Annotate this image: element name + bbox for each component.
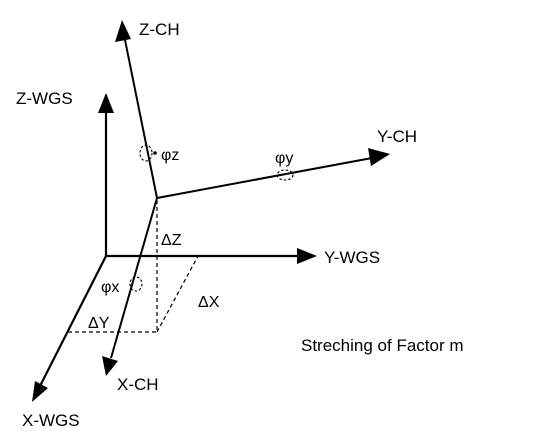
phi-y-label: φy: [275, 150, 293, 167]
delta-x-dashed-line: [156, 255, 199, 333]
phi-x-label: φx: [101, 279, 119, 296]
z-ch-axis: [123, 34, 158, 199]
phi-y-rotation-icon: [276, 169, 294, 181]
x-wgs-label: X-WGS: [22, 411, 80, 430]
phi-z-dot: [153, 151, 157, 155]
z-ch-label: Z-CH: [139, 20, 180, 39]
z-ch-arrowhead: [115, 20, 131, 42]
y-ch-axis: [156, 157, 373, 199]
delta-y-label: ΔY: [88, 315, 110, 332]
x-wgs-arrowhead: [32, 381, 48, 402]
x-ch-axis: [110, 197, 158, 359]
x-ch-arrowhead: [102, 356, 118, 376]
phi-z-label: φz: [161, 147, 179, 164]
y-wgs-arrowhead: [297, 248, 317, 264]
wgs-axes: [32, 93, 317, 402]
delta-x-label: ΔX: [198, 294, 220, 311]
ch-axes: [102, 20, 390, 376]
rotation-indicators: [129, 144, 294, 292]
x-wgs-axis: [37, 255, 107, 391]
y-ch-label: Y-CH: [377, 127, 417, 146]
y-ch-arrowhead: [368, 148, 390, 166]
z-wgs-label: Z-WGS: [16, 89, 73, 108]
delta-z-label: ΔZ: [161, 232, 182, 249]
scaling-note: Streching of Factor m: [301, 336, 464, 355]
x-ch-label: X-CH: [117, 375, 159, 394]
z-wgs-arrowhead: [98, 93, 114, 113]
phi-x-rotation-icon: [129, 276, 143, 292]
y-wgs-label: Y-WGS: [324, 248, 380, 267]
translation-construction: [68, 200, 199, 333]
phi-z-rotation-icon: [139, 144, 153, 162]
